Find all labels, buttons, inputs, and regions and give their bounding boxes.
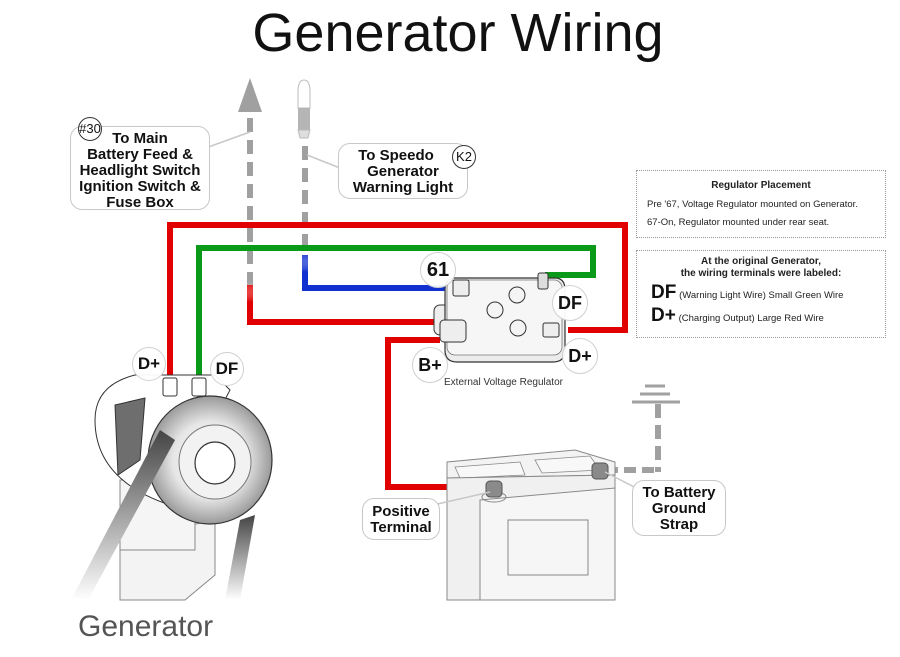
warning-light-bulb-icon xyxy=(297,79,311,255)
regulator-placement-heading: Regulator Placement xyxy=(711,180,811,191)
terminal-df-connector xyxy=(537,272,549,290)
red-wire-battery xyxy=(385,337,490,490)
green-wire-df xyxy=(196,245,596,378)
arrow-up-icon xyxy=(238,78,262,112)
terminal-61-connector xyxy=(452,279,470,297)
terminal-labels-heading: At the original Generator, xyxy=(700,256,822,267)
ground-strap-callout-line: To Battery xyxy=(642,484,716,501)
terminal-entry-desc: (Warning Light Wire) Small Green Wire xyxy=(679,290,844,301)
battery xyxy=(446,449,616,601)
terminal-entry: D+ (Charging Output) Large Red Wire xyxy=(651,305,885,327)
generator-illustration xyxy=(72,374,273,601)
ground-strap-callout-line: Strap xyxy=(659,516,699,533)
main-feed-callout-line: Fuse Box xyxy=(106,194,174,211)
terminal-entry: DF (Warning Light Wire) Small Green Wire xyxy=(651,282,885,304)
generator-terminal-d-plus-label: D+ xyxy=(132,347,166,381)
regulator-terminal-d-plus-label: D+ xyxy=(562,338,598,374)
terminal-d-plus-connector xyxy=(542,322,560,338)
terminal-entry-code: D+ xyxy=(651,305,676,326)
main-feed-callout-line: To Main xyxy=(112,130,168,147)
ground-strap-callout: To Battery Ground Strap xyxy=(632,480,726,536)
terminal-30-badge: #30 xyxy=(78,117,102,141)
ground-strap-callout-line: Ground xyxy=(651,500,707,517)
red-wire-d-plus xyxy=(167,222,628,378)
positive-terminal-callout: Positive Terminal xyxy=(362,498,440,540)
regulator-terminal-61-label: 61 xyxy=(420,252,456,288)
positive-terminal-callout-line: Positive xyxy=(372,503,430,520)
speedo-callout-line: Generator xyxy=(367,163,439,180)
negative-terminal-post xyxy=(591,462,609,480)
positive-terminal-callout-line: Terminal xyxy=(370,519,432,536)
regulator-placement-line: 67-On, Regulator mounted under rear seat… xyxy=(647,217,830,228)
speedo-callout: To Speedo Generator Warning Light xyxy=(338,143,468,199)
main-feed-callout-line: Ignition Switch & xyxy=(79,178,201,195)
generator-d-plus-post xyxy=(162,377,178,397)
speedo-callout-line: Warning Light xyxy=(352,179,454,196)
terminal-entry-desc: (Charging Output) Large Red Wire xyxy=(678,313,824,324)
main-feed-callout-line: Battery Feed & xyxy=(87,146,193,163)
terminal-k2-badge: K2 xyxy=(452,145,476,169)
terminal-entry-code: DF xyxy=(651,282,677,303)
regulator-terminal-df-label: DF xyxy=(552,285,588,321)
positive-terminal-post xyxy=(485,480,503,498)
main-feed-wire xyxy=(238,78,262,285)
regulator-placement-box: Regulator Placement Pre '67, Voltage Reg… xyxy=(636,170,886,238)
generator-label: Generator xyxy=(78,610,214,643)
diagram-title: Generator Wiring xyxy=(252,3,664,63)
ground-symbol-icon xyxy=(606,384,680,473)
terminal-labels-heading: the wiring terminals were labeled: xyxy=(680,268,842,279)
regulator-placement-line: Pre '67, Voltage Regulator mounted on Ge… xyxy=(647,199,858,210)
regulator-terminal-b-plus-label: B+ xyxy=(412,347,448,383)
terminal-labels-box: At the original Generator, the wiring te… xyxy=(636,250,886,338)
generator-terminal-df-label: DF xyxy=(210,352,244,386)
generator-df-post xyxy=(191,377,207,397)
voltage-regulator xyxy=(433,272,566,363)
main-feed-callout-line: Headlight Switch xyxy=(79,162,201,179)
terminal-b-plus-connector xyxy=(439,319,467,343)
speedo-callout-line: To Speedo xyxy=(358,147,434,164)
regulator-label: External Voltage Regulator xyxy=(444,377,563,388)
